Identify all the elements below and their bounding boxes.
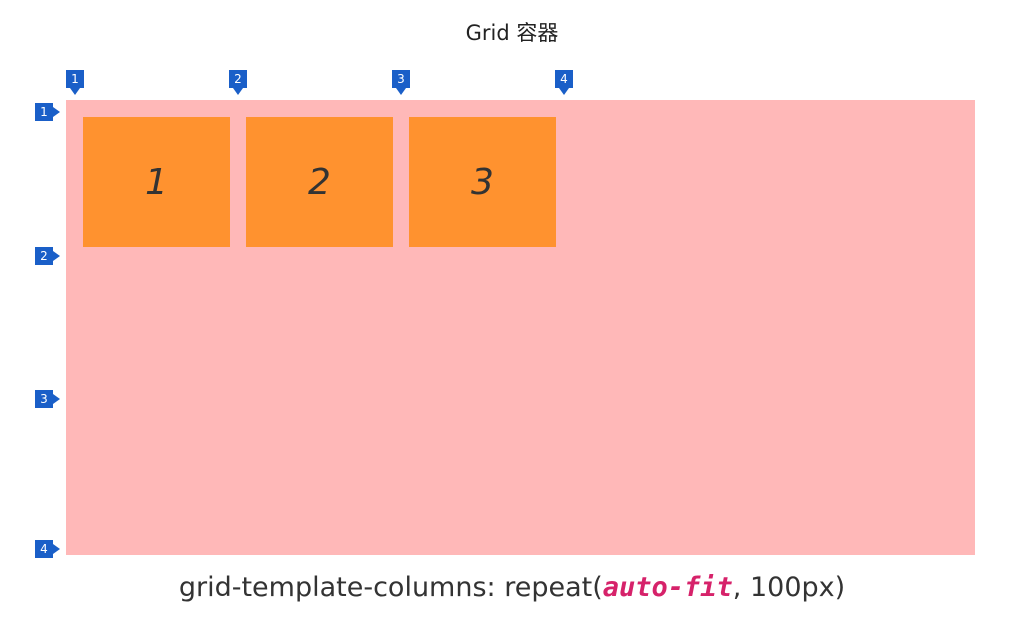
grid-item-1: 1 <box>83 117 230 247</box>
caption-suffix: , 100px) <box>732 572 846 603</box>
diagram-title: Grid 容器 <box>465 21 559 45</box>
column-line-marker-2: 2 <box>229 70 247 95</box>
row-line-marker-2: 2 <box>35 247 60 265</box>
row-line-marker-1: 1 <box>35 103 60 121</box>
css-caption: grid-template-columns: repeat(auto-fit, … <box>0 572 1024 603</box>
caption-prefix: grid-template-columns: repeat( <box>178 572 603 603</box>
row-line-marker-4: 4 <box>35 540 60 558</box>
caption-keyword: auto-fit <box>602 572 733 603</box>
grid-item-3: 3 <box>409 117 556 247</box>
grid-item-2: 2 <box>246 117 393 247</box>
row-line-marker-3: 3 <box>35 390 60 408</box>
column-line-marker-1: 1 <box>66 70 84 95</box>
column-line-marker-3: 3 <box>392 70 410 95</box>
column-line-marker-4: 4 <box>555 70 573 95</box>
